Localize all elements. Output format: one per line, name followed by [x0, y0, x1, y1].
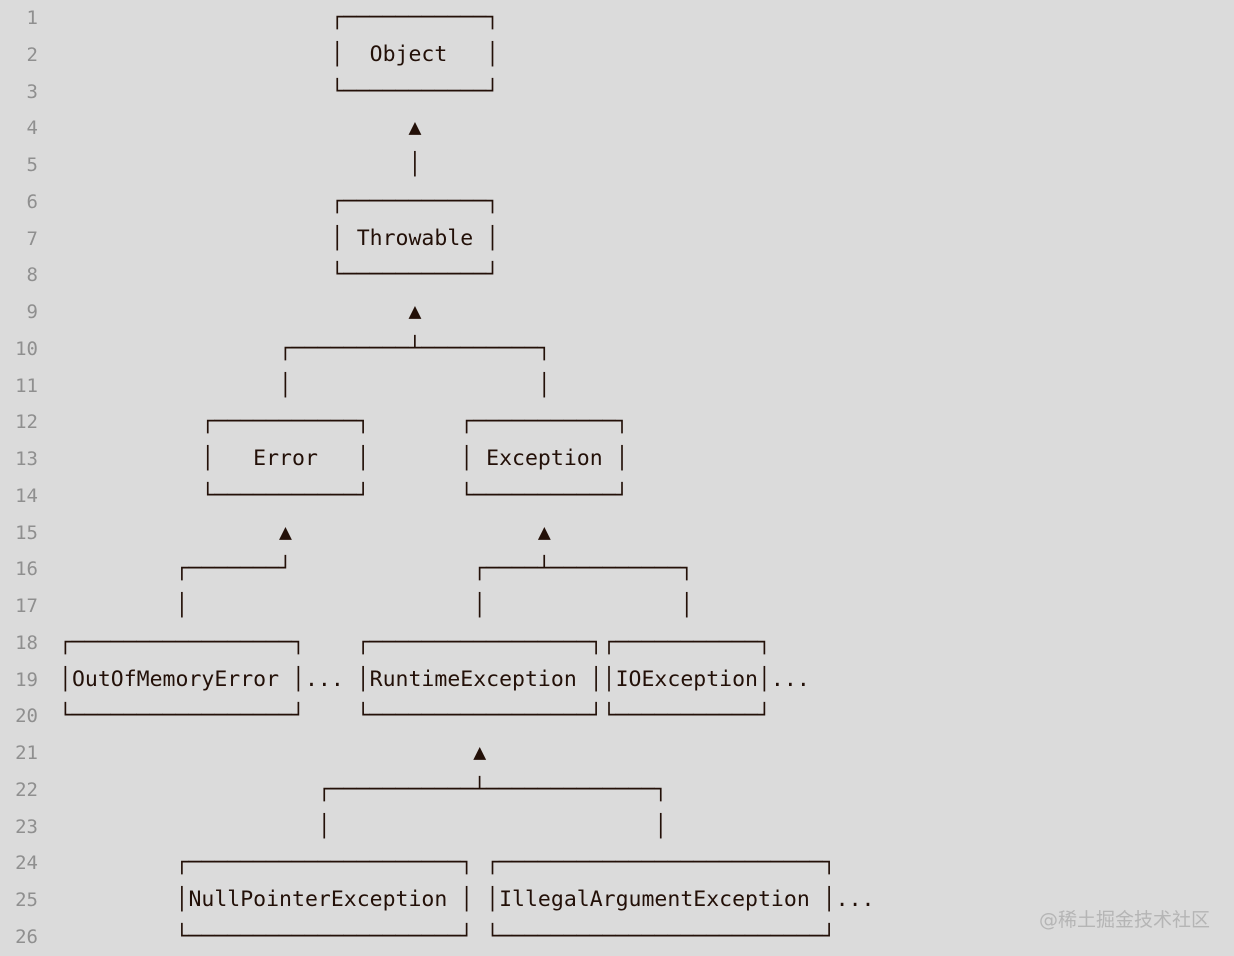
line-number: 25 [15, 889, 38, 911]
code-line: 4 ▲ [0, 110, 874, 147]
diagram-line: │ Error │ │ Exception │ [59, 446, 629, 471]
diagram-line: └───────────┘ └───────────┘ [59, 482, 629, 508]
code-line: 1 ┌───────────┐ [0, 0, 874, 37]
diagram-line: │OutOfMemoryError │... │RuntimeException… [59, 666, 810, 692]
diagram-line: │ │ │ [59, 593, 694, 618]
code-line: 8 └───────────┘ [0, 257, 874, 294]
line-number: 24 [15, 852, 38, 875]
diagram-line: ┌───────────┐ [59, 5, 500, 30]
diagram-line: ┌───────────┐ ┌───────────┐ [59, 409, 629, 435]
line-number: 23 [15, 815, 38, 838]
diagram-line: └─────────────────────┘ └───────────────… [59, 923, 836, 949]
line-number: 11 [15, 374, 38, 397]
line-number: 4 [26, 117, 38, 140]
line-number: 1 [26, 7, 38, 29]
diagram-line: ┌───────────┐ [59, 188, 500, 214]
code-line: 6 ┌───────────┐ [0, 184, 874, 221]
diagram-line: ▲ [59, 115, 422, 141]
line-number: 22 [15, 778, 38, 801]
diagram-line: │ Throwable │ [59, 225, 500, 251]
line-number: 6 [26, 190, 38, 213]
diagram-line: ┌─────────┴─────────┐ [59, 335, 551, 361]
line-number: 5 [26, 154, 38, 176]
diagram-line: └───────────┘ [59, 262, 500, 288]
diagram-line: │ │ [59, 813, 668, 839]
diagram-line: │ │ [59, 372, 551, 398]
code-line: 13 │ Error │ │ Exception │ [0, 441, 874, 478]
line-number: 10 [15, 337, 38, 360]
line-number: 14 [15, 484, 38, 507]
code-line: 17 │ │ │ [0, 588, 874, 625]
code-line: 21 ▲ [0, 735, 874, 772]
code-line: 26 └─────────────────────┘ └────────────… [0, 919, 874, 956]
diagram-line: ┌─────────────────┐ ┌─────────────────┐┌… [59, 629, 771, 655]
diagram-line: ┌─────────────────────┐ ┌───────────────… [59, 850, 836, 876]
code-line: 24 ┌─────────────────────┐ ┌────────────… [0, 845, 874, 882]
code-line: 14 └───────────┘ └───────────┘ [0, 478, 874, 515]
code-line: 15 ▲ ▲ [0, 515, 874, 552]
diagram-line: ▲ [59, 299, 422, 324]
code-line: 5 │ [0, 147, 874, 184]
line-number: 9 [26, 301, 38, 323]
line-number: 16 [15, 558, 38, 581]
code-line: 20 └─────────────────┘ └─────────────────… [0, 698, 874, 735]
line-number: 18 [15, 631, 38, 654]
line-number: 2 [26, 43, 38, 66]
line-number: 20 [15, 705, 38, 728]
diagram-line: ▲ [59, 740, 487, 765]
diagram-line: │ Object │ [59, 41, 500, 67]
code-line: 18 ┌─────────────────┐ ┌─────────────────… [0, 625, 874, 662]
code-line: 19 │OutOfMemoryError │... │RuntimeExcepti… [0, 662, 874, 699]
diagram-line: └─────────────────┘ └─────────────────┘└… [59, 703, 771, 729]
line-number: 15 [15, 521, 38, 544]
code-line: 12 ┌───────────┐ ┌───────────┐ [0, 404, 874, 441]
diagram-line: └───────────┘ [59, 78, 500, 104]
line-number: 17 [15, 595, 38, 617]
code-line: 22 ┌───────────┴─────────────┐ [0, 772, 874, 809]
code-line: 3 └───────────┘ [0, 74, 874, 111]
code-line: 10 ┌─────────┴─────────┐ [0, 331, 874, 368]
ascii-hierarchy-diagram: 1 ┌───────────┐2 │ Object │3 └──────────… [0, 0, 874, 956]
line-number: 19 [15, 668, 38, 691]
line-number: 3 [26, 80, 38, 103]
code-line: 16 ┌───────┘ ┌────┴──────────┐ [0, 551, 874, 588]
line-number: 12 [15, 411, 38, 434]
diagram-line: │NullPointerException │ │IllegalArgument… [59, 887, 875, 912]
watermark: @稀土掘金技术社区 [1038, 909, 1210, 931]
diagram-line: ┌───────┘ ┌────┴──────────┐ [59, 556, 694, 582]
line-number: 8 [26, 264, 38, 287]
line-number: 26 [15, 925, 38, 948]
line-number: 7 [26, 227, 38, 250]
line-number: 13 [15, 448, 38, 470]
diagram-line: ▲ ▲ [59, 519, 551, 545]
diagram-line: ┌───────────┴─────────────┐ [59, 776, 668, 802]
diagram-line: │ [59, 152, 422, 177]
code-line: 25 │NullPointerException │ │IllegalArgum… [0, 882, 874, 919]
code-line: 9 ▲ [0, 294, 874, 331]
code-line: 2 │ Object │ [0, 37, 874, 74]
code-line: 11 │ │ [0, 368, 874, 405]
code-line: 23 │ │ [0, 809, 874, 846]
line-number: 21 [15, 742, 38, 764]
code-line: 7 │ Throwable │ [0, 221, 874, 258]
